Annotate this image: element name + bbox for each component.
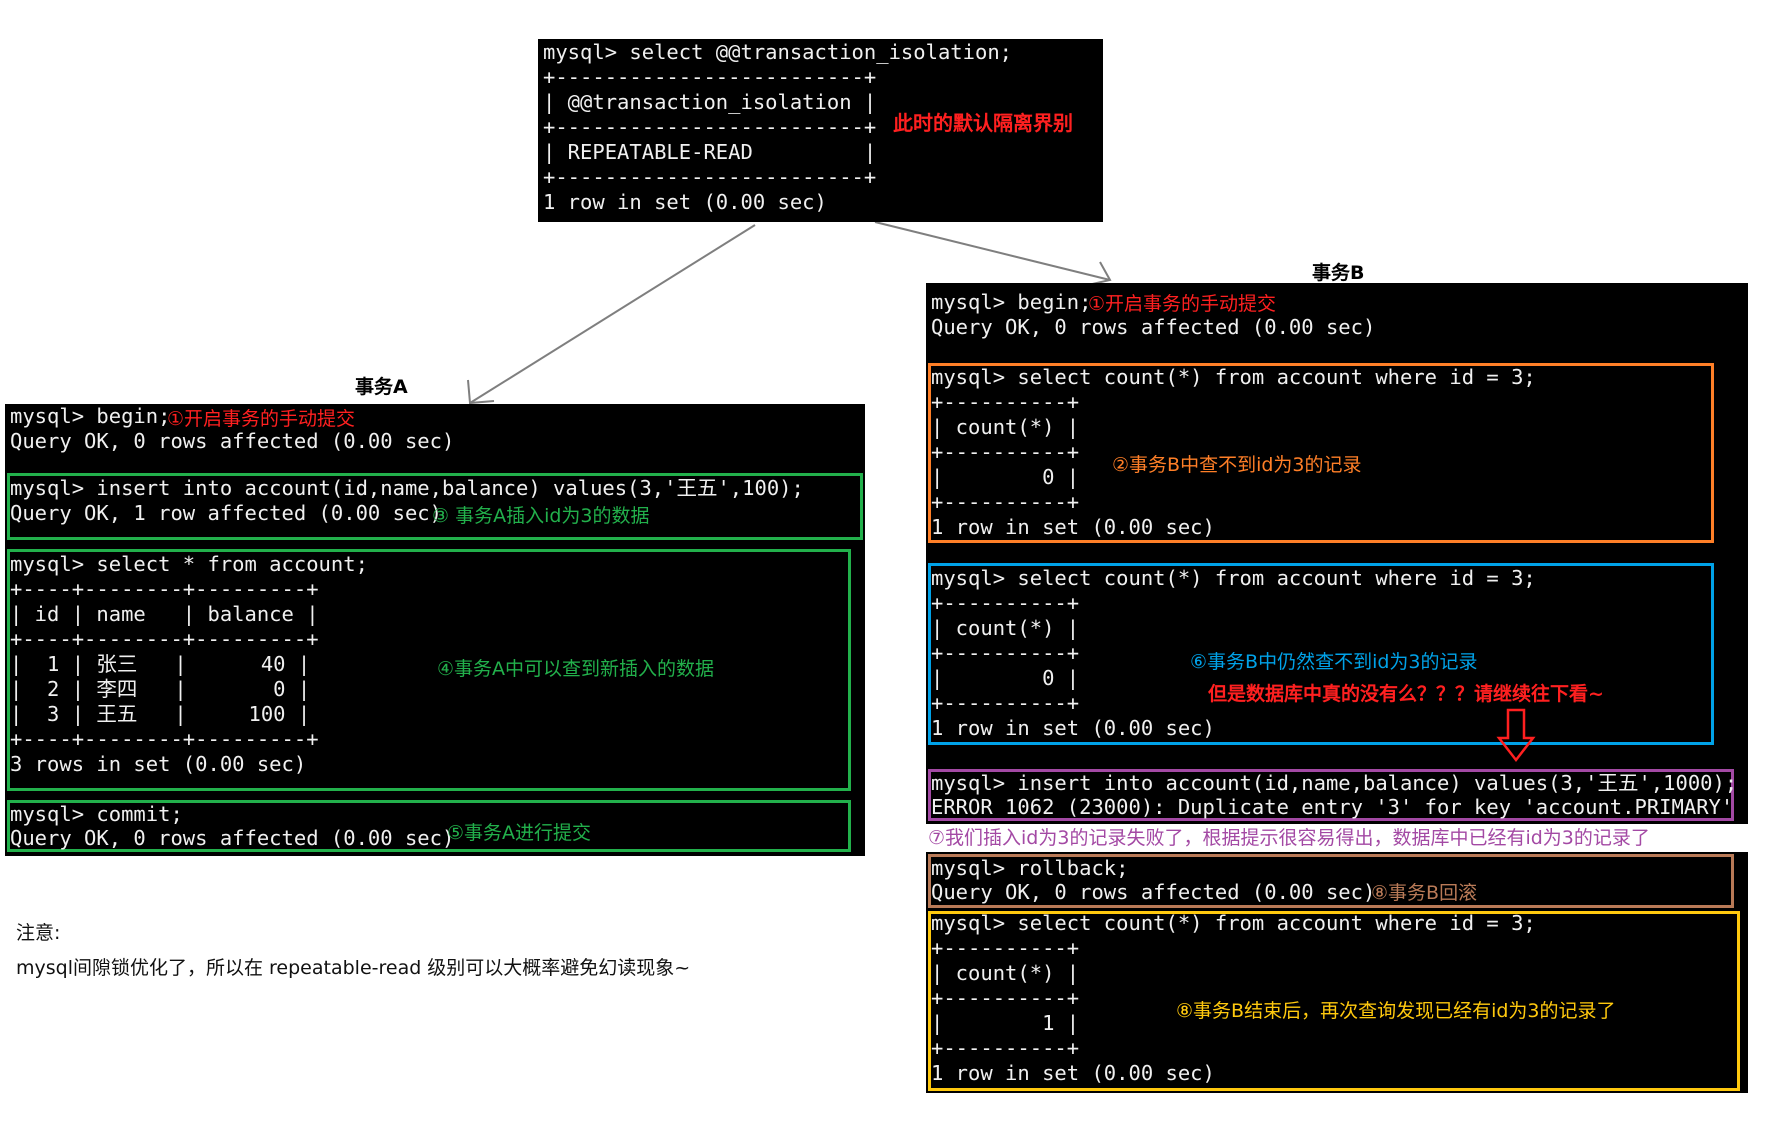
txB-count2-line-3: +----------+ bbox=[931, 641, 1080, 665]
txB-count1-line-2: | count(*) | bbox=[931, 415, 1080, 439]
txA-insert-note: ③ 事务A插入id为3的数据 bbox=[432, 505, 650, 527]
txB-rollback-box bbox=[928, 854, 1734, 908]
txB-count3-line-4: | 1 | bbox=[931, 1011, 1080, 1035]
txA-select-line-0: mysql> select * from account; bbox=[10, 552, 368, 576]
isolation-line-6: 1 row in set (0.00 sec) bbox=[543, 190, 827, 214]
txB-count2-box bbox=[928, 563, 1714, 745]
txB-count2-line-2: | count(*) | bbox=[931, 616, 1080, 640]
txB-rollback-result: Query OK, 0 rows affected (0.00 sec) bbox=[931, 880, 1376, 904]
txB-insert-box bbox=[928, 769, 1734, 821]
arrow-head-txA bbox=[467, 379, 495, 405]
txB-count3-line-6: 1 row in set (0.00 sec) bbox=[931, 1061, 1215, 1085]
txB-count3-line-5: +----------+ bbox=[931, 1036, 1080, 1060]
txB-count3-line-0: mysql> select count(*) from account wher… bbox=[931, 911, 1536, 935]
down-arrow-icon bbox=[1496, 708, 1536, 763]
txB-count2-line-6: 1 row in set (0.00 sec) bbox=[931, 716, 1215, 740]
isolation-line-4: | REPEATABLE-READ | bbox=[543, 140, 877, 164]
txA-select-line-8: 3 rows in set (0.00 sec) bbox=[10, 752, 307, 776]
txB-begin-note: ①开启事务的手动提交 bbox=[1088, 293, 1277, 315]
isolation-note: 此时的默认隔离界别 bbox=[893, 111, 1073, 135]
txB-count3-line-1: +----------+ bbox=[931, 936, 1080, 960]
txB-count3-box bbox=[928, 911, 1740, 1091]
txA-select-line-3: +----+--------+---------+ bbox=[10, 627, 319, 651]
txB-rollback-cmd: mysql> rollback; bbox=[931, 856, 1129, 880]
isolation-line-2: | @@transaction_isolation | bbox=[543, 90, 877, 114]
txA-commit-box bbox=[7, 800, 851, 852]
footer-text: mysql间隙锁优化了，所以在 repeatable-read 级别可以大概率避… bbox=[16, 957, 691, 979]
isolation-line-1: +-------------------------+ bbox=[543, 65, 877, 89]
txB-count1-line-3: +----------+ bbox=[931, 440, 1080, 464]
isolation-line-5: +-------------------------+ bbox=[543, 165, 877, 189]
arrow-to-txA bbox=[469, 224, 756, 404]
arrow-head-txB bbox=[1087, 261, 1112, 286]
txA-select-line-1: +----+--------+---------+ bbox=[10, 577, 319, 601]
txB-begin-cmd: mysql> begin; bbox=[931, 290, 1092, 314]
txB-count2-line-4: | 0 | bbox=[931, 666, 1080, 690]
txA-select-note: ④事务A中可以查到新插入的数据 bbox=[437, 658, 715, 680]
txA-select-line-5: | 2 | 李四 | 0 | bbox=[10, 677, 311, 701]
txA-commit-cmd: mysql> commit; bbox=[10, 802, 183, 826]
txB-title: 事务B bbox=[1312, 262, 1365, 284]
txB-count2-note: ⑥事务B中仍然查不到id为3的记录 bbox=[1190, 651, 1478, 673]
txB-count3-note: ⑧事务B结束后，再次查询发现已经有id为3的记录了 bbox=[1176, 1000, 1616, 1022]
txB-count1-note: ②事务B中查不到id为3的记录 bbox=[1112, 454, 1362, 476]
txB-insert-error: ERROR 1062 (23000): Duplicate entry '3' … bbox=[931, 795, 1734, 819]
isolation-line-3: +-------------------------+ bbox=[543, 115, 877, 139]
txB-count2-line-0: mysql> select count(*) from account wher… bbox=[931, 566, 1536, 590]
txB-count1-line-1: +----------+ bbox=[931, 390, 1080, 414]
txA-begin-note: ①开启事务的手动提交 bbox=[167, 408, 356, 430]
txB-count2-line-1: +----------+ bbox=[931, 591, 1080, 615]
txA-commit-note: ⑤事务A进行提交 bbox=[447, 822, 592, 844]
txB-count1-line-5: +----------+ bbox=[931, 490, 1080, 514]
txA-terminal: mysql> begin; ①开启事务的手动提交 Query OK, 0 row… bbox=[5, 404, 865, 856]
txA-title: 事务A bbox=[355, 376, 408, 398]
txB-count1-line-4: | 0 | bbox=[931, 465, 1080, 489]
txA-select-line-2: | id | name | balance | bbox=[10, 602, 319, 626]
txB-insert-cmd: mysql> insert into account(id,name,balan… bbox=[931, 771, 1738, 795]
txB-insert-note: ⑦我们插入id为3的记录失败了，根据提示很容易得出，数据库中已经有id为3的记录… bbox=[928, 827, 1650, 849]
txA-insert-result: Query OK, 1 row affected (0.00 sec) bbox=[10, 501, 442, 525]
arrow-to-txB bbox=[874, 221, 1111, 281]
txB-rollback-note: ⑧事务B回滚 bbox=[1371, 882, 1478, 904]
txA-begin-result: Query OK, 0 rows affected (0.00 sec) bbox=[10, 429, 455, 453]
isolation-line-0: mysql> select @@transaction_isolation; bbox=[543, 40, 1012, 64]
txA-select-box bbox=[7, 549, 851, 791]
txB-count2-line-5: +----------+ bbox=[931, 691, 1080, 715]
txA-select-line-4: | 1 | 张三 | 40 | bbox=[10, 652, 311, 676]
txB-count1-line-6: 1 row in set (0.00 sec) bbox=[931, 515, 1215, 539]
txB-count3-line-2: | count(*) | bbox=[931, 961, 1080, 985]
txB-insert-note-strip bbox=[926, 824, 1748, 852]
footer-title: 注意: bbox=[16, 922, 61, 944]
txA-insert-cmd: mysql> insert into account(id,name,balan… bbox=[10, 476, 804, 500]
txA-begin-cmd: mysql> begin; bbox=[10, 404, 171, 428]
txB-terminal: mysql> begin; ①开启事务的手动提交 Query OK, 0 row… bbox=[926, 283, 1748, 1093]
txA-insert-box bbox=[7, 473, 863, 540]
txB-count3-line-3: +----------+ bbox=[931, 986, 1080, 1010]
txB-count2-note2: 但是数据库中真的没有么？？？请继续往下看~ bbox=[1208, 683, 1604, 705]
txB-count1-box bbox=[928, 363, 1714, 543]
txA-commit-result: Query OK, 0 rows affected (0.00 sec) bbox=[10, 826, 455, 850]
isolation-terminal: mysql> select @@transaction_isolation; +… bbox=[538, 39, 1103, 222]
txA-select-line-7: +----+--------+---------+ bbox=[10, 727, 319, 751]
txB-count1-line-0: mysql> select count(*) from account wher… bbox=[931, 365, 1536, 389]
txB-begin-result: Query OK, 0 rows affected (0.00 sec) bbox=[931, 315, 1376, 339]
txA-select-line-6: | 3 | 王五 | 100 | bbox=[10, 702, 311, 726]
